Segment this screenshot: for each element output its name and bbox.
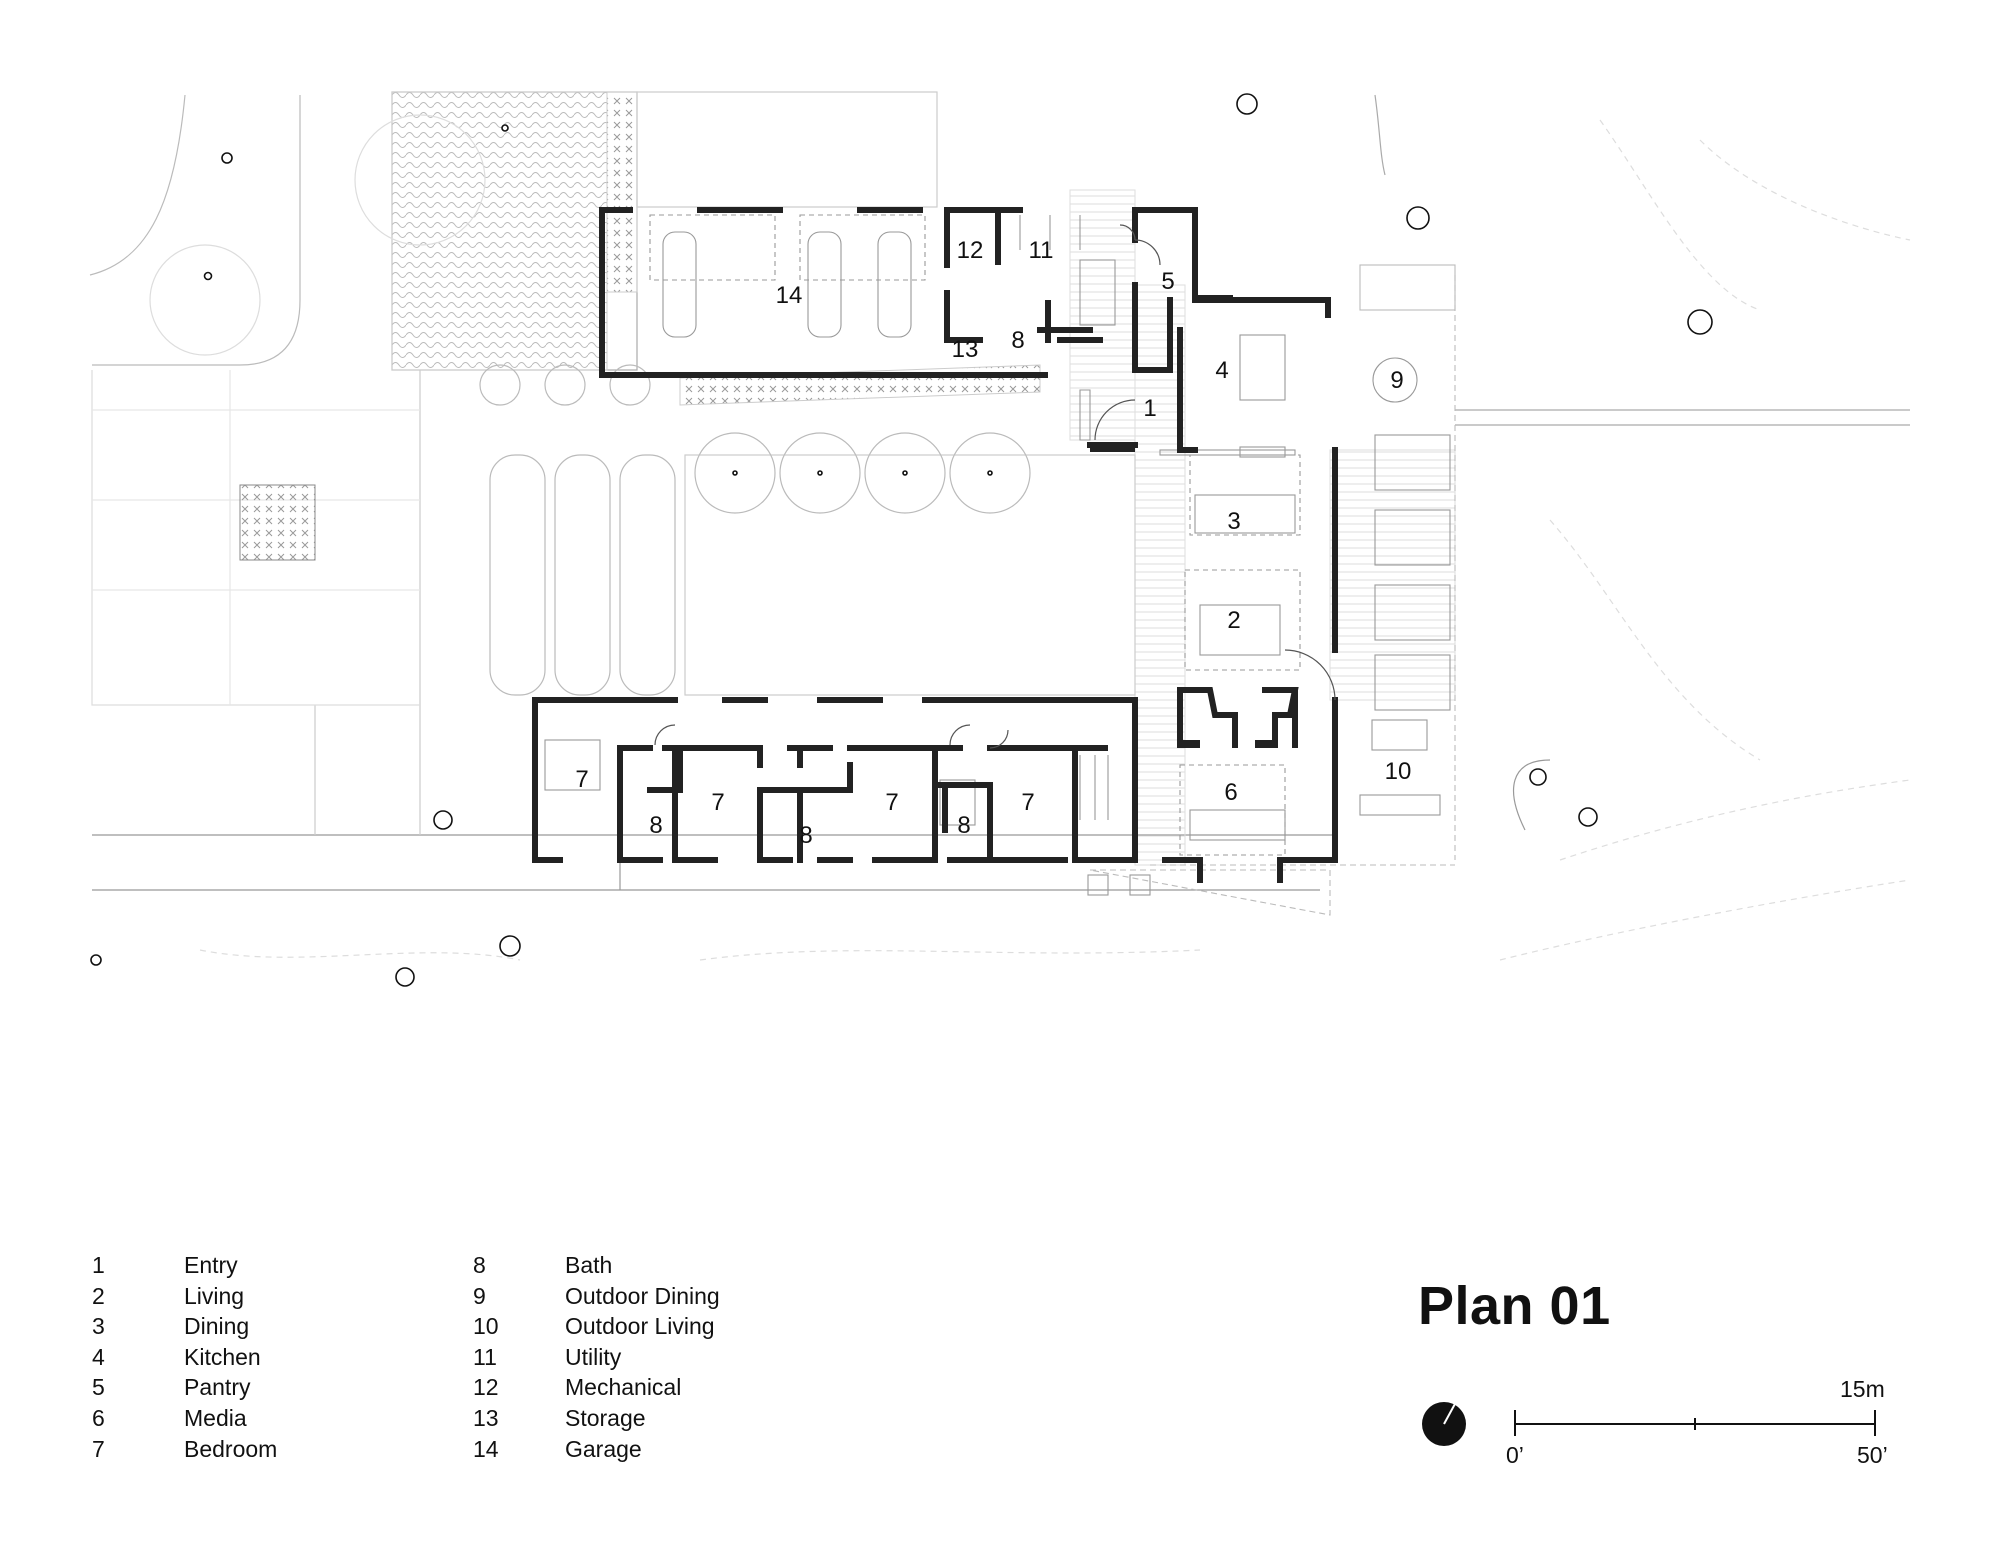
- north-arrow-icon: [1422, 1401, 1466, 1446]
- room-tag-utility: 11: [1029, 237, 1054, 264]
- room-tag-bath: 8: [799, 822, 812, 849]
- room-tag-kitchen: 4: [1215, 357, 1228, 384]
- room-tag-mechanical: 12: [957, 237, 984, 264]
- plan-title: Plan 01: [1418, 1276, 1611, 1336]
- room-tag-living: 2: [1227, 607, 1240, 634]
- walls: [532, 207, 1338, 883]
- room-tag-bath: 8: [957, 812, 970, 839]
- room-tag-bedroom: 7: [1021, 789, 1034, 816]
- doors: [654, 224, 1336, 749]
- room-tag-outdoor-dining: 9: [1390, 367, 1403, 394]
- room-tag-bedroom: 7: [711, 789, 724, 816]
- room-tag-garage: 14: [776, 282, 803, 309]
- room-tag-entry: 1: [1143, 395, 1156, 422]
- scale-label-start: 0’: [1506, 1442, 1524, 1468]
- furniture: [544, 214, 1456, 916]
- scale-label-metric: 15m: [1840, 1376, 1885, 1402]
- room-tag-bath: 8: [1011, 327, 1024, 354]
- room-tag-storage: 13: [952, 336, 979, 363]
- site-context: [89, 91, 1911, 961]
- room-tag-bath: 8: [649, 812, 662, 839]
- room-tag-bedroom: 7: [575, 766, 588, 793]
- paving: [239, 91, 1456, 866]
- room-tag-media: 6: [1224, 779, 1237, 806]
- room-tag-outdoor-living: 10: [1385, 758, 1412, 785]
- landscaping: [149, 114, 1136, 696]
- scale-label-end: 50’: [1857, 1442, 1888, 1468]
- scale-bar: [1514, 1410, 1876, 1436]
- room-tag-pantry: 5: [1161, 268, 1174, 295]
- wall-fills: [1090, 442, 1275, 748]
- room-tags: 1 2 3 4 5 6 7 7 7 7 8 8 8 8 9 10 11 12 1…: [575, 237, 1411, 849]
- trees: [90, 93, 1713, 987]
- room-tag-bedroom: 7: [885, 789, 898, 816]
- room-tag-dining: 3: [1227, 508, 1240, 535]
